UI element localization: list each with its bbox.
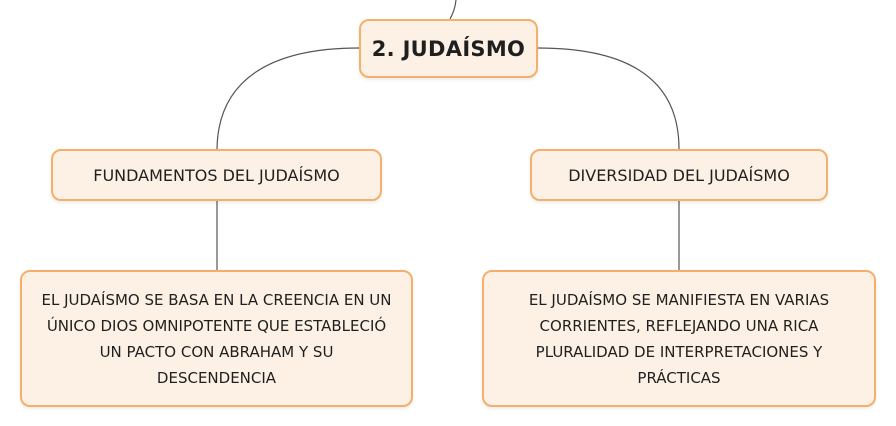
root-node[interactable]: 2. JUDAÍSMO xyxy=(359,19,538,78)
connector-parent-to-root xyxy=(449,0,457,20)
detail-node-fundamentos[interactable]: EL JUDAÍSMO SE BASA EN LA CREENCIA EN UN… xyxy=(20,270,413,407)
branch-node-fundamentos[interactable]: FUNDAMENTOS DEL JUDAÍSMO xyxy=(51,149,382,201)
detail-node-diversidad[interactable]: EL JUDAÍSMO SE MANIFIESTA EN VARIAS CORR… xyxy=(482,270,876,407)
root-node-label: 2. JUDAÍSMO xyxy=(371,36,526,61)
branch-node-label: FUNDAMENTOS DEL JUDAÍSMO xyxy=(93,165,340,185)
connector-root-to-fundamentos xyxy=(216,47,360,150)
branch-node-label: DIVERSIDAD DEL JUDAÍSMO xyxy=(568,165,790,185)
detail-node-text: EL JUDAÍSMO SE BASA EN LA CREENCIA EN UN… xyxy=(41,290,392,387)
branch-node-diversidad[interactable]: DIVERSIDAD DEL JUDAÍSMO xyxy=(530,149,828,201)
connector-root-to-diversidad xyxy=(537,47,680,150)
detail-node-text: EL JUDAÍSMO SE MANIFIESTA EN VARIAS CORR… xyxy=(528,290,830,387)
